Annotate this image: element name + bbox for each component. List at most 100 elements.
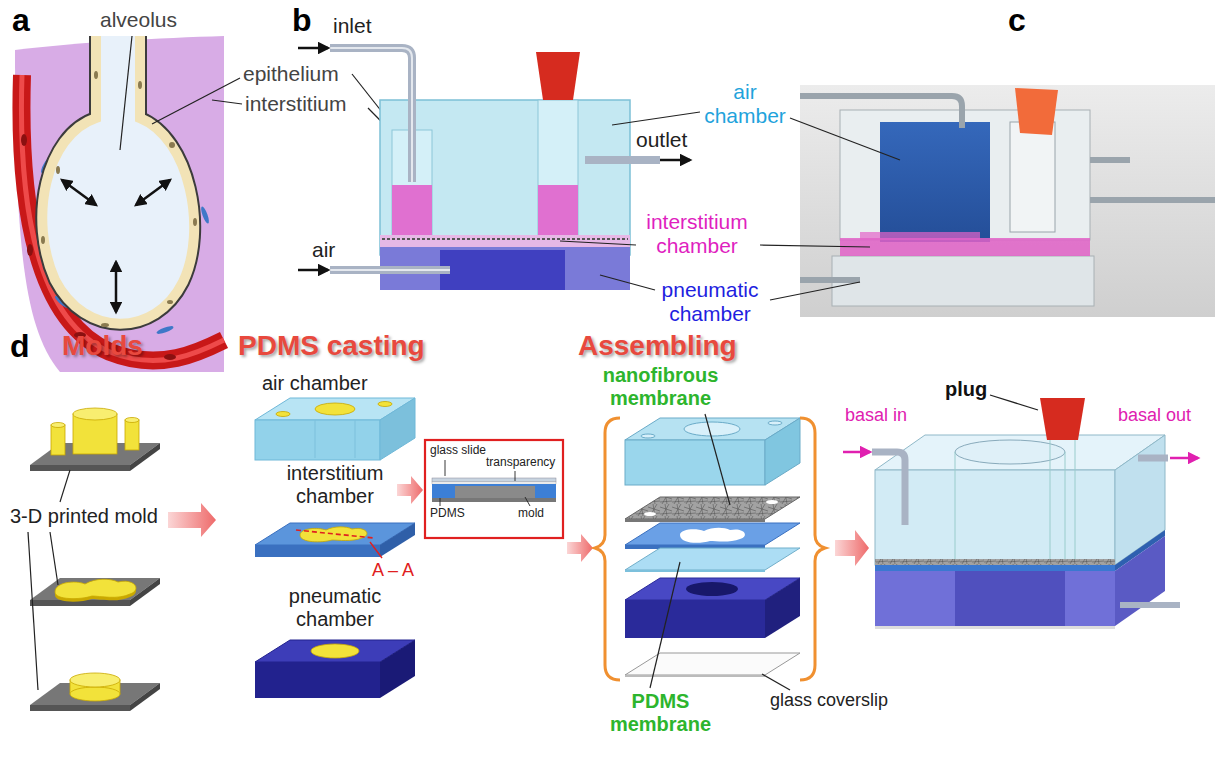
assembled-device [1075, 440, 1076, 560]
assembly-bracket [595, 418, 825, 680]
pdms-casting-illustration [378, 402, 392, 407]
device-schematic [382, 238, 628, 240]
alveolus-illustration [15, 36, 224, 372]
part-label: 3-D printed mold [10, 505, 158, 528]
leader-line [760, 245, 870, 247]
device-schematic [392, 185, 432, 235]
alveolus-illustration [94, 71, 98, 79]
alveolus-illustration [42, 36, 194, 324]
alveolus-illustration [169, 142, 175, 148]
mold-illustration [70, 687, 120, 701]
assembled-device [875, 559, 1115, 565]
cross-section-inset [455, 486, 535, 498]
pdms-casting-illustration [380, 523, 415, 557]
part-label: air chamber [262, 372, 368, 395]
device-schematic [440, 250, 565, 290]
inset-label: transparency [486, 456, 555, 470]
exploded-stack [765, 578, 800, 638]
inset-label: glass slide [430, 444, 486, 458]
pdms-casting-illustration [315, 403, 355, 415]
panel-letter: d [10, 328, 30, 365]
device-photo [1010, 122, 1055, 232]
mold-illustration [30, 465, 130, 471]
assembled-device [1050, 440, 1051, 560]
device-schematic [298, 269, 328, 272]
cross-section-inset [432, 478, 556, 482]
leader-line [560, 112, 900, 300]
pdms-casting-illustration [276, 412, 290, 417]
alveolus-illustration [164, 354, 176, 360]
exploded-stack [625, 548, 800, 570]
device-photo [800, 277, 860, 283]
assembled-device [1065, 452, 1066, 560]
pdms-casting-illustration [380, 640, 415, 698]
inset-label: mold [518, 507, 544, 521]
assembly-bracket [595, 418, 620, 680]
cross-section-inset [515, 471, 516, 481]
device-photo [860, 232, 980, 240]
part-label: plug [945, 378, 987, 401]
leader-line [28, 532, 38, 690]
assembled-device [1170, 457, 1198, 460]
step-arrow [168, 503, 216, 537]
exploded-stack [625, 600, 765, 638]
exploded-stack [641, 434, 655, 438]
exploded-stack [680, 528, 745, 543]
assembled-device [875, 470, 1115, 565]
leader-line [705, 414, 730, 505]
alveolus-illustration [200, 206, 211, 225]
alveolus-illustration [115, 262, 118, 312]
mold-illustration [51, 425, 65, 455]
cross-section-inset [425, 440, 563, 538]
port-label: outlet [636, 128, 687, 152]
assembled-device [1120, 602, 1180, 608]
exploded-stack [625, 519, 765, 522]
leader-line [120, 36, 132, 150]
part-label: glass coverslip [770, 690, 888, 711]
alveolus-illustration [56, 166, 60, 174]
flow-label: basal out [1118, 405, 1191, 426]
device-photo [1090, 157, 1130, 163]
pdms-casting-illustration [315, 420, 316, 458]
exploded-stack [625, 497, 800, 519]
mold-illustration [70, 673, 120, 687]
alveolus-illustration [21, 134, 27, 146]
device-photo [832, 256, 1094, 306]
assembled-device [875, 571, 1115, 626]
panel-letter: c [1008, 2, 1026, 39]
pdms-casting-illustration [380, 398, 415, 460]
alveolus-illustration [156, 325, 175, 336]
assembled-device [875, 626, 1115, 629]
part-label: epithelium [243, 62, 339, 86]
pdms-casting-illustration [255, 662, 380, 698]
layer-label: PDMS membrane [598, 690, 723, 736]
leader-line [28, 470, 70, 690]
device-schematic [380, 235, 630, 247]
device-schematic [330, 269, 450, 271]
device-photo [800, 96, 962, 128]
step-arrow [397, 476, 423, 504]
device-photo [880, 122, 990, 242]
exploded-stack [625, 418, 800, 677]
part-label: pneumatic chamber [280, 585, 390, 631]
pdms-casting-illustration [255, 398, 415, 698]
mold-illustration [125, 420, 139, 450]
cross-section-inset [440, 498, 441, 506]
assembled-device [955, 440, 1065, 464]
leader-line [650, 562, 680, 688]
device-schematic [298, 48, 690, 290]
device-photo [840, 238, 1090, 256]
exploded-stack [625, 653, 800, 675]
assembled-device [875, 435, 1165, 470]
step-heading: Molds [62, 330, 143, 362]
assembled-device [1138, 455, 1168, 462]
assembled-device [872, 452, 905, 525]
exploded-stack [765, 418, 800, 485]
alveolus-illustration [41, 236, 45, 244]
mold-illustration [51, 423, 65, 428]
leader-line [560, 241, 636, 245]
alveolus-illustration [167, 300, 173, 304]
step-heading: PDMS casting [238, 330, 425, 362]
cross-section-inset [432, 482, 556, 484]
